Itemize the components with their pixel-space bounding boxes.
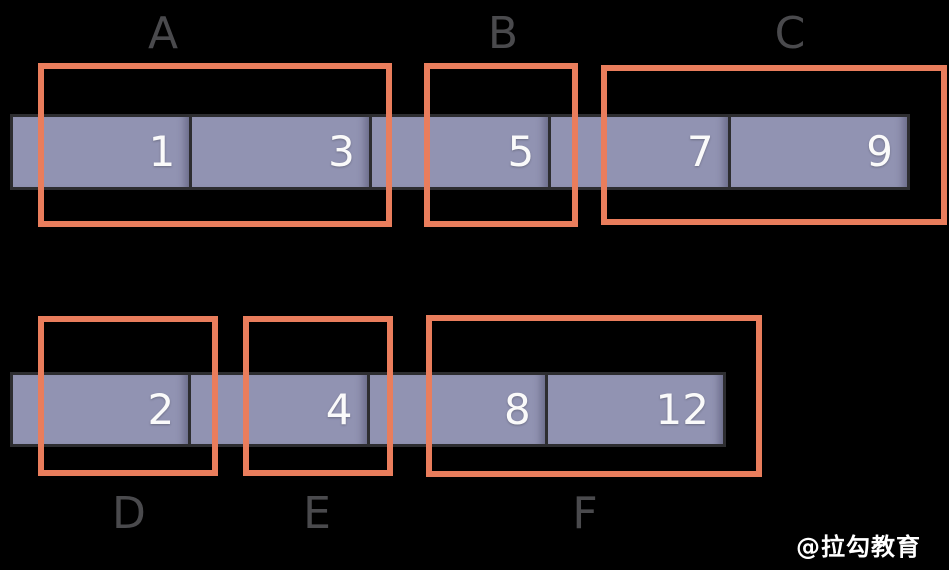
cell-value: 2 [147, 384, 175, 434]
group-box-b [424, 63, 578, 227]
watermark-text: @拉勾教育 [796, 533, 921, 561]
group-box-f [426, 315, 762, 477]
array-cell: 5 [372, 117, 552, 187]
group-label-f: F [572, 488, 598, 539]
group-label-d: D [112, 488, 146, 539]
cell-value: 9 [866, 127, 894, 176]
group-box-c [601, 65, 947, 225]
cell-value: 7 [686, 127, 714, 176]
cell-value: 5 [507, 127, 535, 176]
cell-value: 3 [328, 127, 355, 176]
array-cell: 3 [192, 117, 372, 187]
group-label-a: A [147, 8, 179, 59]
group-box-a [38, 63, 392, 227]
array-cell: 7 [551, 117, 731, 187]
array-cell: 1 [13, 117, 193, 187]
array-bar-bottom: 2 4 8 12 [10, 372, 726, 447]
array-cell: 2 [13, 375, 192, 444]
group-label-c: C [774, 8, 806, 59]
group-label-e: E [303, 488, 331, 539]
cell-value: 8 [504, 384, 531, 434]
group-box-d [38, 316, 218, 476]
array-cell: 8 [370, 375, 548, 444]
cell-value: 1 [148, 127, 176, 176]
cell-value: 12 [655, 384, 709, 434]
cell-value: 4 [325, 384, 353, 434]
array-cell: 4 [191, 375, 370, 444]
array-cell: 9 [731, 117, 907, 187]
group-label-b: B [487, 8, 519, 59]
array-bar-top: 1 3 5 7 9 [10, 114, 910, 190]
group-box-e [243, 316, 393, 476]
array-cell: 12 [548, 375, 723, 444]
